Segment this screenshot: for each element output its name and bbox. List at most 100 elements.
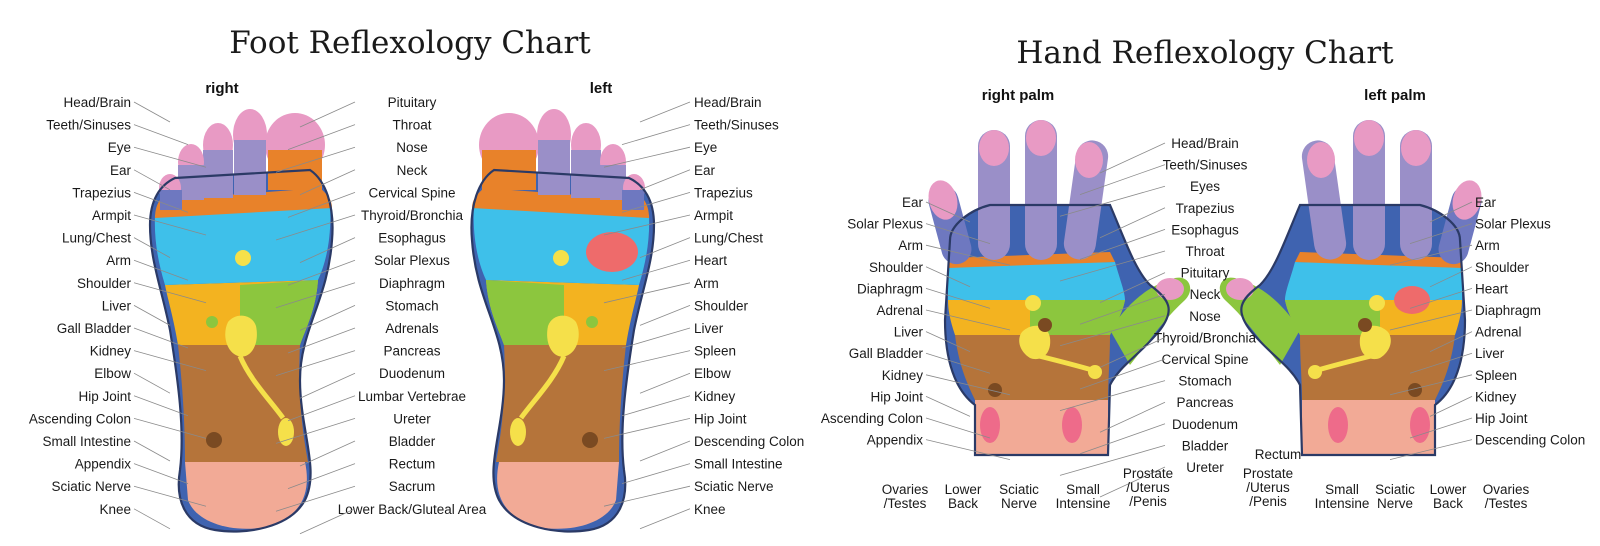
leader-line: [925, 417, 991, 439]
label-shoulder: Shoulder: [1475, 260, 1530, 275]
leader-line: [925, 244, 1011, 266]
label-hip-joint: Hip Joint: [1475, 411, 1528, 426]
label-ureter: Ureter: [1186, 460, 1224, 475]
leader-line: [133, 395, 189, 417]
label-descending-colon: Descending Colon: [1475, 433, 1585, 448]
heart-zone: [586, 232, 638, 272]
label-ear: Ear: [902, 195, 924, 210]
label-eye: Eye: [694, 140, 717, 155]
leader-line: [133, 463, 189, 484]
label-shoulder: Shoulder: [694, 298, 749, 313]
hand-right-palm-label: right palm: [982, 87, 1055, 104]
leader-line: [275, 146, 356, 173]
right-palm-illustration: [924, 120, 1190, 455]
leader-line: [133, 372, 171, 394]
hand-center-labels: Head/BrainTeeth/SinusesEyesTrapeziusEsop…: [1059, 136, 1257, 498]
label-appendix: Appendix: [75, 457, 132, 472]
label-knee: Knee: [99, 502, 131, 517]
label-armpit: Armpit: [92, 208, 131, 223]
leader-line: [1059, 315, 1166, 347]
label-neck: Neck: [1190, 287, 1221, 302]
label-esophagus: Esophagus: [378, 231, 446, 246]
leader-line: [1079, 164, 1166, 195]
left-palm-illustration: [1220, 120, 1486, 455]
leader-line: [603, 418, 691, 439]
label-rectum: Rectum: [1255, 447, 1302, 462]
label-kidney: Kidney: [90, 344, 132, 359]
leader-line: [1099, 207, 1166, 239]
leader-line: [287, 463, 356, 489]
label-pituitary: Pituitary: [1181, 266, 1230, 281]
label-stomach: Stomach: [1178, 374, 1231, 389]
leader-line: [1059, 380, 1166, 411]
leader-line: [1099, 142, 1166, 174]
label-thyroid-bronchia: Thyroid/Bronchia: [361, 208, 464, 223]
foot-left-label: left: [590, 80, 613, 97]
leader-line: [287, 259, 356, 286]
label-kidney: Kidney: [1475, 389, 1517, 404]
label-appendix: Appendix: [867, 433, 924, 448]
label-duodenum: Duodenum: [379, 366, 445, 381]
label-diaphragm: Diaphragm: [1475, 303, 1541, 318]
leader-line: [603, 282, 691, 304]
leader-line: [1059, 445, 1166, 476]
leader-line: [603, 214, 691, 236]
label-ear: Ear: [110, 163, 132, 178]
label-kidney: Kidney: [694, 389, 736, 404]
label-gall-bladder: Gall Bladder: [849, 346, 924, 361]
leader-line: [1389, 439, 1473, 460]
label-ovaries-testes: Ovaries/Testes: [882, 482, 929, 511]
leader-line: [925, 439, 1011, 460]
label-arm: Arm: [106, 253, 131, 268]
leader-line: [1429, 396, 1473, 417]
label-pancreas: Pancreas: [383, 344, 440, 359]
leader-line: [1079, 423, 1166, 455]
label-ascending-colon: Ascending Colon: [821, 411, 923, 426]
label-prostate-uterus-penis: Prostate/Uterus/Penis: [1243, 466, 1293, 509]
leader-line: [133, 508, 171, 530]
label-ascending-colon: Ascending Colon: [29, 411, 131, 426]
leader-line: [639, 169, 691, 191]
leader-line: [133, 214, 207, 236]
label-prostate-uterus-penis: Prostate/Uterus/Penis: [1123, 466, 1173, 509]
leader-line: [133, 305, 171, 326]
label-pancreas: Pancreas: [1176, 395, 1233, 410]
leader-line: [639, 372, 691, 394]
leader-line: [1429, 201, 1473, 223]
label-hip-joint: Hip Joint: [694, 411, 747, 426]
leader-line: [1099, 401, 1166, 433]
label-descending-colon: Descending Colon: [694, 434, 804, 449]
label-cervical-spine: Cervical Spine: [368, 185, 455, 200]
label-eye: Eye: [108, 140, 131, 155]
leader-line: [1409, 223, 1473, 244]
label-shoulder: Shoulder: [869, 260, 924, 275]
leader-line: [133, 327, 189, 349]
leader-line: [621, 327, 691, 349]
label-thyroid-bronchia: Thyroid/Bronchia: [1154, 330, 1257, 345]
leader-line: [621, 192, 691, 213]
leader-line: [1079, 229, 1166, 260]
label-spleen: Spleen: [1475, 368, 1517, 383]
label-throat: Throat: [392, 118, 431, 133]
label-sacrum: Sacrum: [389, 479, 436, 494]
label-teeth-sinuses: Teeth/Sinuses: [694, 118, 779, 133]
label-nose: Nose: [396, 140, 428, 155]
label-elbow: Elbow: [94, 366, 131, 381]
label-hip-joint: Hip Joint: [78, 389, 131, 404]
left-foot-illustration: [471, 109, 654, 531]
leader-line: [133, 237, 171, 258]
label-stomach: Stomach: [385, 298, 438, 313]
label-small-intestine: Small Intestine: [694, 457, 783, 472]
leader-line: [275, 350, 356, 376]
label-head-brain: Head/Brain: [1171, 136, 1239, 151]
leader-line: [1099, 272, 1166, 303]
leader-line: [133, 440, 171, 462]
label-adrenals: Adrenals: [385, 321, 439, 336]
label-kidney: Kidney: [882, 368, 924, 383]
label-solar-plexus: Solar Plexus: [1475, 217, 1551, 232]
